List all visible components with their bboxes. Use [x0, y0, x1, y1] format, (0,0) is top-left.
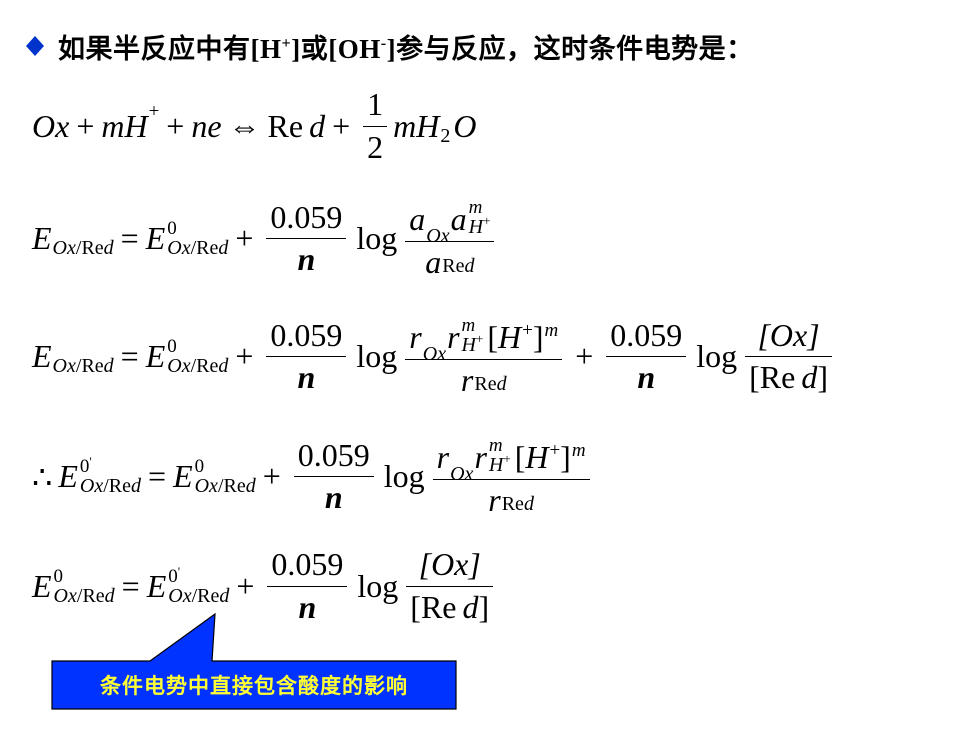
fraction-coefficient: 0.059 n	[606, 318, 687, 395]
diamond-icon	[26, 36, 44, 56]
heading-text: 如果半反应中有[H+]或[OH-]参与反应，这时条件电势是：	[58, 33, 754, 65]
fraction-coefficient: 0.059 n	[293, 438, 374, 515]
fraction-coefficient: 0.059 n	[266, 318, 347, 395]
fraction-coefficient: 0.059 n	[266, 200, 347, 277]
callout-text: 条件电势中直接包含酸度的影响	[100, 674, 408, 698]
fraction-coefficient: 0.059 n	[267, 547, 348, 624]
heading: 如果半反应中有[H+]或[OH-]参与反应，这时条件电势是：	[22, 26, 754, 66]
fraction-one-half: 1 2	[363, 87, 388, 164]
